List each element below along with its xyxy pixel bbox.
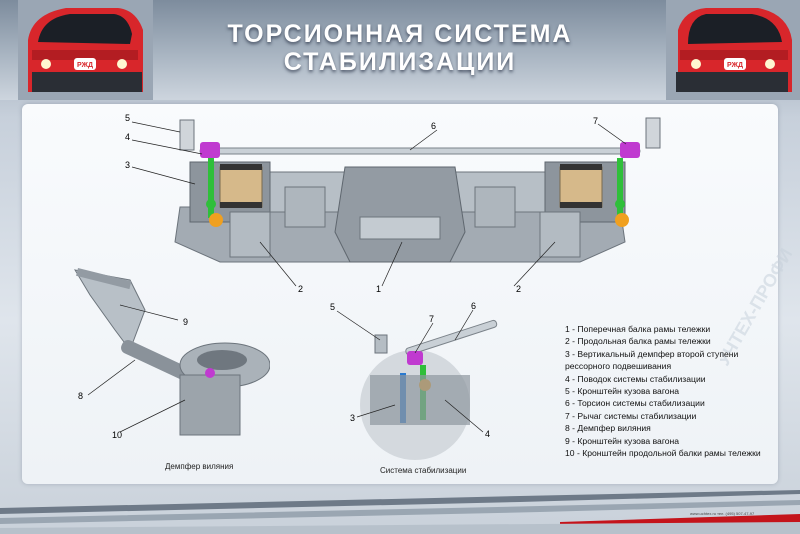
legend-item: 9 - Кронштейн кузова вагона [565, 435, 680, 446]
legend-item: 1 - Поперечная балка рамы тележки [565, 324, 711, 334]
title-line-1: ТОРСИОННАЯ СИСТЕМА [227, 20, 573, 48]
callout-2-right: 2 [516, 284, 521, 294]
legend-item: 7 - Рычаг системы стабилизации [565, 410, 697, 421]
detail-callout-7: 7 [429, 314, 434, 324]
yaw-damper-diagram: 9 8 10 [74, 267, 270, 440]
callout-5: 5 [125, 113, 130, 123]
footer-contact: www.uchtex.ru тел. (495) 507-47-97 [690, 511, 755, 516]
stabilizer-detail-diagram: 5 7 6 3 4 [330, 301, 498, 460]
callout-8: 8 [78, 391, 83, 401]
detail-callout-6: 6 [471, 301, 476, 311]
legend-item: рессорного подвешивания [565, 361, 672, 372]
detail-callout-4: 4 [485, 429, 490, 439]
detail-callout-5: 5 [330, 302, 335, 312]
callout-10: 10 [112, 430, 122, 440]
legend-item: 3 - Вертикальный демпфер второй ступени [565, 348, 739, 359]
legend: 1 - Поперечная балка рамы тележки 2 - Пр… [565, 323, 795, 459]
callout-9: 9 [183, 317, 188, 327]
legend-item: 10 - Кронштейн продольной балки рамы тел… [565, 448, 761, 459]
train-logo: РЖД [77, 62, 93, 69]
detail-callout-3: 3 [350, 413, 355, 423]
watermark: УЧТЕХ-ПРОФИ [720, 245, 796, 369]
title-line-2: СТАБИЛИЗАЦИИ [283, 48, 517, 76]
right-train-image: РЖД [666, 0, 800, 100]
footer-stripes [0, 490, 800, 534]
train-logo-right: РЖД [727, 62, 743, 69]
legend-item: 5 - Кронштейн кузова вагона [565, 386, 680, 397]
callout-2-left: 2 [298, 284, 303, 294]
callout-4: 4 [125, 132, 130, 142]
legend-item: 8 - Демпфер виляния [565, 423, 651, 434]
legend-item: 6 - Торсион системы стабилизации [565, 398, 705, 409]
legend-item: 2 - Продольная балка рамы тележки [565, 336, 711, 347]
caption-damper: Демпфер виляния [165, 462, 234, 471]
left-train-image: РЖД [18, 0, 153, 100]
bogie-main-diagram: 5 4 3 6 7 2 1 2 [125, 113, 661, 294]
callout-7: 7 [593, 116, 598, 126]
callout-1: 1 [376, 284, 381, 294]
legend-item: 4 - Поводок системы стабилизации [565, 373, 706, 384]
caption-stabilizer: Система стабилизации [380, 466, 467, 475]
callout-3: 3 [125, 160, 130, 170]
callout-6: 6 [431, 121, 436, 131]
